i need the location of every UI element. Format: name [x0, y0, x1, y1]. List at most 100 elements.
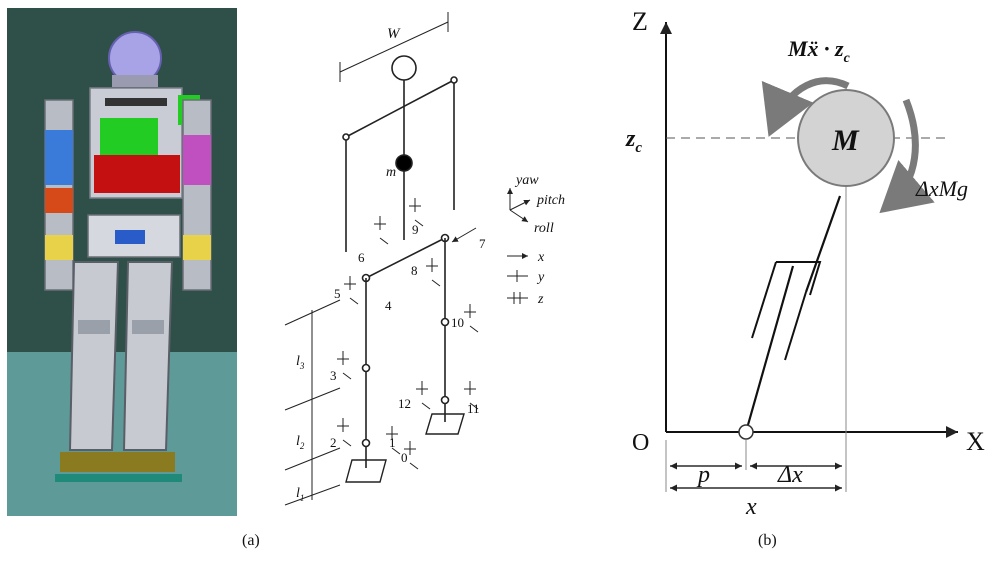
- robot-right-leg: [122, 261, 174, 451]
- axis-glyph-9: [409, 198, 424, 227]
- pendulum-leg: [744, 265, 795, 433]
- inertia-moment-arrow: [761, 77, 850, 137]
- axis-glyph-2: [337, 418, 352, 447]
- pendulum-upper-link: [804, 195, 842, 293]
- robot-left-arm-motor: [45, 130, 73, 185]
- model-left-foot: [345, 459, 387, 483]
- mass-label-M: M: [831, 124, 860, 157]
- kinematic-model: [284, 12, 531, 506]
- pendulum-sleeve-top: [776, 261, 822, 296]
- legend-x: x: [537, 250, 545, 265]
- axis-glyph-11: [464, 381, 479, 410]
- mass-label: m: [386, 165, 396, 180]
- legend-yaw: yaw: [514, 173, 539, 188]
- joint-label-12: 12: [398, 396, 411, 411]
- robot-left-foot: [55, 474, 125, 482]
- gravity-moment-arrow: [879, 98, 935, 214]
- joint-label-4: 4: [385, 298, 392, 313]
- robot-right-knee: [132, 320, 164, 334]
- pendulum-diagram: [660, 22, 958, 492]
- joint-label-0: 0: [401, 450, 408, 465]
- link-label-l2: l2: [296, 434, 305, 451]
- inertia-moment-label: Mẍ · zc: [787, 36, 851, 66]
- link-tick-bottom: [284, 484, 341, 506]
- robot-render: [7, 8, 237, 516]
- axis-glyph-6: [374, 216, 389, 245]
- robot-left-ankle: [60, 452, 120, 472]
- robot-left-leg: [68, 261, 120, 451]
- pendulum-pivot: [738, 424, 754, 440]
- joint-label-9: 9: [412, 222, 419, 237]
- joint-label-1: 1: [389, 435, 396, 450]
- axis-glyph-0: [404, 441, 419, 470]
- joint-1: [361, 438, 371, 448]
- robot-right-wrist: [183, 235, 211, 260]
- axis-glyph-8: [426, 258, 441, 287]
- joint-label-8: 8: [411, 263, 418, 278]
- x-axis-label: X: [966, 427, 985, 456]
- axis-glyph-7: [451, 227, 477, 243]
- rotation-legend-glyph: [507, 188, 531, 223]
- joint-label-5: 5: [334, 286, 341, 301]
- model-shoulder-bar: [345, 79, 455, 138]
- legend-roll: roll: [534, 221, 554, 236]
- pendulum-labels: Z X O zc M Mẍ · zc ΔxMg p Δx x: [625, 7, 985, 520]
- dx-label: Δx: [777, 462, 803, 488]
- robot-battery: [100, 118, 158, 158]
- link-tick-low: [284, 447, 341, 471]
- joint-label-6: 6: [358, 250, 365, 265]
- gravity-moment-label: ΔxMg: [915, 176, 968, 201]
- zc-label: zc: [625, 126, 642, 156]
- x-dimension-label: x: [745, 494, 757, 520]
- axis-glyph-5: [344, 276, 359, 305]
- pendulum-sleeve-left: [751, 261, 777, 339]
- robot-left-wrist: [45, 235, 73, 260]
- joint-12: [440, 395, 450, 405]
- legend-z: z: [537, 292, 544, 307]
- robot-right-ankle: [115, 452, 175, 472]
- panel-label-a: (a): [242, 532, 260, 549]
- model-head: [391, 55, 417, 81]
- joint-3: [361, 363, 371, 373]
- robot-hip-motor: [115, 230, 145, 244]
- axis-legend-glyph: [507, 253, 528, 304]
- robot-neck: [112, 75, 158, 87]
- robot-right-foot: [112, 474, 182, 482]
- robot-left-arm-joint: [45, 188, 73, 213]
- robot-left-knee: [78, 320, 110, 334]
- axis-glyph-3: [337, 351, 352, 380]
- origin-label: O: [632, 430, 649, 456]
- legend-pitch: pitch: [536, 193, 565, 208]
- robot-right-arm-motor: [183, 135, 211, 185]
- joint-left-shoulder: [342, 133, 350, 141]
- joint-label-3: 3: [330, 368, 337, 383]
- joint-label-11: 11: [467, 401, 480, 416]
- link-label-l3: l3: [296, 354, 305, 371]
- link-tick-top: [284, 299, 341, 326]
- axis-glyph-10: [464, 304, 479, 333]
- link-length-labels: l3 l2 l1: [296, 354, 305, 503]
- panel-label-b: (b): [758, 532, 777, 549]
- link-label-l1: l1: [296, 486, 304, 503]
- joint-label-7: 7: [479, 236, 486, 251]
- model-right-foot: [425, 413, 465, 435]
- width-label: W: [387, 26, 401, 42]
- robot-controller-box: [94, 155, 180, 193]
- render-floor: [7, 352, 237, 516]
- robot-shoulder-bar: [105, 98, 167, 106]
- pendulum-sleeve-right: [784, 291, 807, 361]
- joint-label-10: 10: [451, 315, 464, 330]
- joint-right-shoulder: [450, 76, 458, 84]
- pendulum-mass: [797, 89, 895, 187]
- model-mass-point: [395, 154, 413, 172]
- width-dimension-line: [339, 21, 449, 73]
- axis-glyph-12: [416, 381, 431, 410]
- robot-right-arm: [182, 99, 212, 291]
- joint-10: [440, 317, 450, 327]
- p-label: p: [696, 462, 710, 488]
- joint-axis-glyphs: [337, 198, 479, 470]
- legend-y: y: [536, 270, 545, 285]
- model-pelvis-bar: [365, 237, 446, 279]
- link-tick-mid: [284, 387, 341, 411]
